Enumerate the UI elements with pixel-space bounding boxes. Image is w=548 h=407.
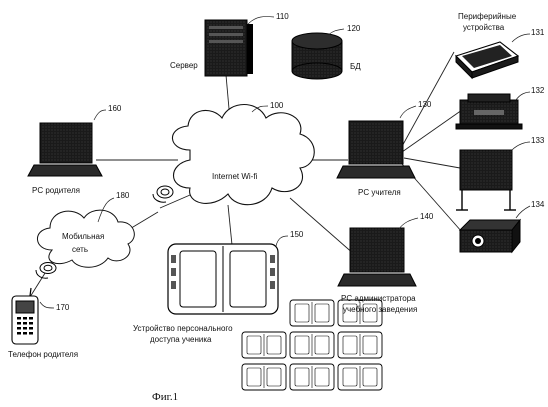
server-ref: 110 — [276, 12, 289, 21]
leader-140 — [397, 217, 419, 231]
laptop-admin-icon — [337, 227, 417, 287]
leader-133 — [511, 141, 531, 151]
student-device-label-line1: Устройство персонального — [133, 324, 233, 333]
reference-leaders — [39, 16, 531, 309]
student-device-ref: 150 — [290, 230, 304, 239]
wireless-antenna-icon — [152, 185, 174, 203]
db-label: БД — [350, 62, 361, 71]
pc-admin-ref: 140 — [420, 212, 434, 221]
leader-100 — [251, 105, 269, 113]
student-device-small-icon — [289, 331, 335, 359]
student-device-icon — [167, 243, 279, 315]
student-device-small-icon — [241, 363, 287, 391]
student-device-small-icon — [289, 363, 335, 391]
leader-120 — [327, 28, 345, 36]
mobile-net-ref: 180 — [116, 191, 130, 200]
laptop-parent-icon — [27, 122, 103, 177]
server-icon — [204, 19, 253, 77]
link-internet-admin — [289, 197, 356, 256]
pc-teacher-ref: 130 — [418, 100, 432, 109]
board-ref: 133 — [531, 136, 545, 145]
leader-150 — [275, 235, 289, 247]
mobile-net-label-line1: Мобильная — [62, 232, 105, 241]
leader-170 — [39, 301, 55, 309]
internet-label: Internet Wi-fi — [212, 172, 258, 181]
leader-160 — [93, 109, 107, 121]
projector-ref: 134 — [531, 200, 545, 209]
leader-130 — [399, 105, 417, 119]
student-device-small-icon — [337, 363, 383, 391]
database-icon — [291, 32, 343, 80]
phone-ref: 170 — [56, 303, 70, 312]
projector-icon — [458, 218, 522, 254]
figure-caption: Фиг.1 — [152, 391, 179, 403]
db-ref: 120 — [347, 24, 361, 33]
mobile-antenna-icon — [35, 262, 57, 279]
link-internet-student — [227, 204, 233, 246]
pc-parent-label: PC родителя — [32, 186, 80, 195]
pc-teacher-label: PC учителя — [358, 188, 401, 197]
server-label: Сервер — [170, 61, 198, 70]
interactive-board-icon — [456, 149, 516, 211]
student-device-small-icon — [337, 331, 383, 359]
pc-admin-label-line2: учебного заведения — [343, 305, 418, 314]
student-device-small-icon — [337, 299, 383, 327]
student-device-small-icon — [289, 299, 335, 327]
pc-admin-label-line1: PC администратора — [341, 294, 416, 303]
leader-134 — [515, 205, 531, 219]
link-teacher-printer — [401, 109, 463, 153]
scanner-icon — [454, 41, 520, 80]
student-device-small-icon — [241, 331, 287, 359]
leader-132 — [515, 91, 531, 101]
leader-131 — [511, 33, 531, 43]
internet-ref: 100 — [270, 101, 284, 110]
leader-180 — [97, 197, 115, 223]
leader-110 — [247, 16, 275, 25]
student-device-label-line2: доступа ученика — [150, 335, 212, 344]
link-mobile-wireless — [127, 211, 159, 231]
pc-parent-ref: 160 — [108, 104, 122, 113]
student-device-grid — [241, 299, 383, 391]
mobile-network-cloud-icon — [37, 209, 135, 268]
scanner-ref: 131 — [531, 28, 545, 37]
link-internet-wireless — [159, 194, 191, 209]
link-teacher-scanner — [399, 51, 455, 151]
printer-ref: 132 — [531, 86, 545, 95]
phone-label: Телефон родителя — [8, 350, 79, 359]
laptop-teacher-icon — [336, 120, 416, 179]
printer-icon — [455, 93, 523, 130]
phone-icon — [11, 287, 39, 345]
link-teacher-board — [403, 157, 461, 169]
peripherals-label-line2: устройства — [463, 23, 505, 32]
internet-cloud-icon — [171, 104, 315, 206]
peripherals-label-line1: Периферийные — [458, 12, 517, 21]
mobile-net-label-line2: сеть — [72, 245, 89, 254]
